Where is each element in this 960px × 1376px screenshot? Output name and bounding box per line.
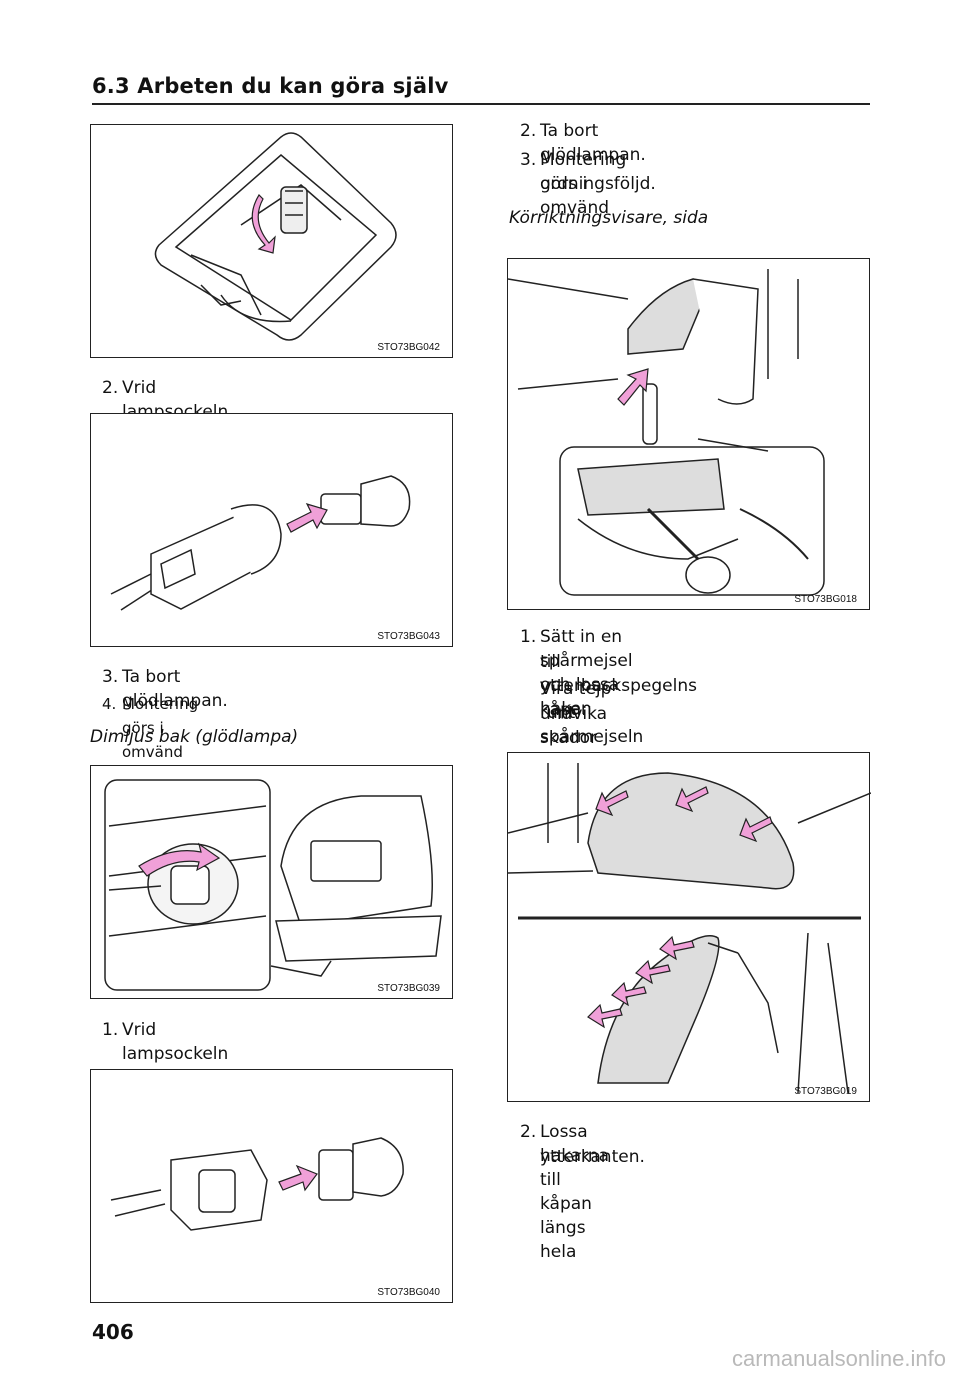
subhead-side-indicator: Körriktningsvisare, sida [509,208,709,228]
step-number: 2. [520,1122,537,1142]
figure-lamp-housing: STO73BG042 [90,124,453,358]
figure-code: STO73BG040 [377,1287,440,1298]
figure-rear-fog: STO73BG039 [90,765,453,999]
step-text-line1: Sätt in en spårmejsel och lossa haken [540,627,633,719]
step-number: 2. [102,378,119,398]
figure-code: STO73BG043 [377,631,440,642]
watermark: carmanualsonline.info [731,1346,946,1371]
figure-code: STO73BG019 [794,1086,857,1097]
step-text-line2: ordningsföljd. [540,174,656,194]
page-number: 406 [92,1320,134,1344]
figure-mirror-screwdriver: STO73BG018 [507,258,870,610]
step-text: Ta bort glödlampan. [122,667,228,711]
rear-fog-illustration [104,779,442,991]
step-number: 1. [520,627,537,647]
step-number: 1. [102,1020,119,1040]
socket-bulb-illustration [110,475,411,611]
step-text-line2: ytterkanten. [540,1147,645,1167]
mirror-cover-illustration [508,763,871,1094]
figure-socket-bulb: STO73BG043 [90,413,453,647]
fog-socket-bulb-illustration [110,1137,404,1231]
step-text: Ta bort glödlampan. [540,121,646,165]
figure-code: STO73BG039 [377,983,440,994]
figure-code: STO73BG018 [794,594,857,605]
step-text-line2: till ytterbackspegelns kåpa. [540,652,697,720]
step-number: 2. [520,121,537,141]
step-number: 4. [102,695,117,713]
step-number: 3. [520,150,537,170]
step-text-line1: Montering görs i omvänd [540,150,627,218]
figure-fog-socket-bulb: STO73BG040 [90,1069,453,1303]
mirror-screwdriver-illustration [508,269,825,596]
subhead-rear-fog: Dimljus bak (glödlampa) [90,727,299,747]
section-title: 6.3 Arbeten du kan göra själv [92,74,449,98]
figure-mirror-cover: STO73BG019 [507,752,871,1102]
step-number: 3. [102,667,119,687]
figure-code: STO73BG042 [377,342,440,353]
lamp-housing-illustration [154,132,397,341]
step-text-line1: Lossa hakarna till kåpan längs hela [540,1122,610,1262]
header-rule [92,103,870,105]
